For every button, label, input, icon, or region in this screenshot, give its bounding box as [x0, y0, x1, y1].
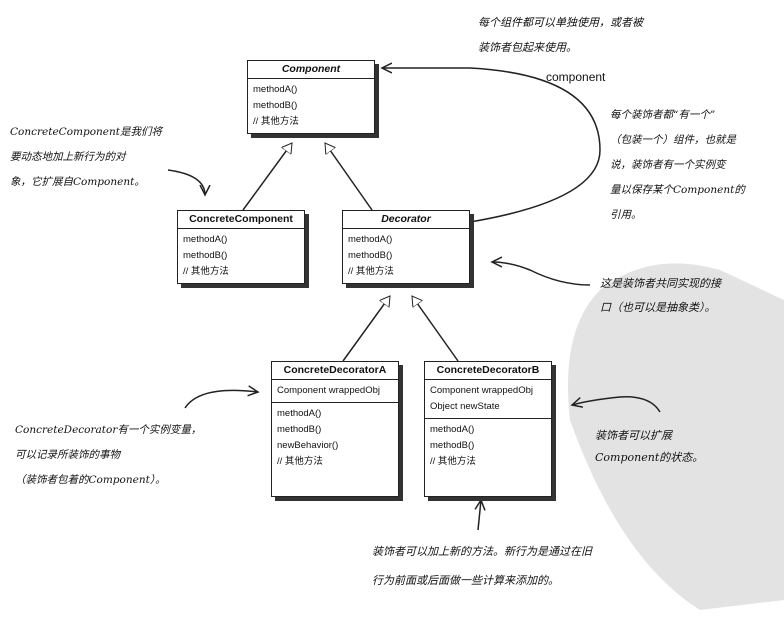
method: // 其他方法	[348, 266, 394, 277]
method: // 其他方法	[277, 456, 323, 467]
inherit-line-cdb	[411, 296, 459, 362]
note-line: 说，装饰者有一个实例变	[610, 159, 726, 171]
note-new-methods: 装饰者可以加上新的方法。新行为是通过在旧行为前面或后面做一些计算来添加的。	[372, 537, 592, 595]
field: Object newState	[430, 401, 500, 412]
note-line: 装饰者包起来使用。	[478, 41, 577, 54]
note-line: 这是装饰者共同实现的接	[600, 277, 721, 290]
note-line: ConcreteComponent是我们将	[10, 126, 162, 138]
note-line: 量以保存某个Component的	[610, 184, 745, 196]
class-component: Component methodA() methodB() // 其他方法	[247, 60, 375, 134]
note-line: 每个装饰者都“有一个”	[610, 109, 716, 121]
class-name: Component	[248, 61, 374, 79]
field: Component wrappedObj	[277, 385, 380, 396]
association-label: component	[546, 70, 606, 84]
note-line: 象，它扩展自Component。	[10, 176, 145, 188]
note-line: 引用。	[610, 209, 642, 221]
note-line: 每个组件都可以单独使用，或者被	[478, 16, 643, 29]
method: // 其他方法	[430, 456, 476, 467]
note-line: ConcreteDecorator有一个实例变量，	[15, 424, 202, 436]
method: methodA()	[430, 424, 475, 435]
method: methodB()	[253, 100, 298, 111]
note-line: 可以记录所装饰的事物	[15, 449, 120, 461]
note-interface: 这是装饰者共同实现的接口（也可以是抽象类）。	[600, 272, 721, 320]
note-concrete-decorator: ConcreteDecorator有一个实例变量， 可以记录所装饰的事物 （装饰者包…	[15, 418, 201, 493]
inherit-line-dec	[324, 143, 373, 211]
class-name: ConcreteDecoratorB	[425, 362, 551, 380]
note-line: 装饰者可以扩展	[595, 429, 672, 442]
method: methodA()	[183, 234, 228, 245]
note-right: 每个装饰者都“有一个” （包装一个）组件，也就是说，装饰者有一个实例变量以保存某个…	[610, 103, 745, 228]
note-line: 行为前面或后面做一些计算来添加的。	[372, 574, 559, 587]
class-name: ConcreteDecoratorA	[272, 362, 398, 380]
inherit-line-cc	[242, 143, 293, 211]
note-line: Component的状态。	[595, 451, 704, 464]
method: // 其他方法	[253, 116, 299, 127]
method: newBehavior()	[277, 440, 339, 451]
note-line: （装饰者包着的Component）。	[15, 474, 166, 486]
note-extend-state: 装饰者可以扩展 Component的状态。	[595, 425, 703, 469]
method: methodA()	[277, 408, 322, 419]
class-concrete-component: ConcreteComponent methodA() methodB() // 其…	[177, 210, 305, 284]
class-name: Decorator	[343, 211, 469, 229]
component-association	[382, 68, 601, 223]
note-top-right: 每个组件都可以单独使用，或者被装饰者包起来使用。	[478, 10, 643, 60]
class-concrete-decorator-a: ConcreteDecoratorA Component wrappedObj …	[271, 361, 399, 497]
method: methodA()	[348, 234, 393, 245]
note-line: 装饰者可以加上新的方法。新行为是通过在旧	[372, 545, 592, 558]
class-decorator: Decorator methodA() methodB() // 其他方法	[342, 210, 470, 284]
note-line: 要动态地加上新行为的对	[10, 151, 126, 163]
note-left: ConcreteComponent是我们将要动态地加上新行为的对象，它扩展自Co…	[10, 120, 162, 195]
method: methodB()	[430, 440, 475, 451]
method: // 其他方法	[183, 266, 229, 277]
method: methodB()	[348, 250, 393, 261]
field: Component wrappedObj	[430, 385, 533, 396]
method: methodB()	[183, 250, 228, 261]
note-line: 口（也可以是抽象类）。	[600, 301, 716, 314]
inherit-line-cda	[342, 296, 391, 362]
method: methodA()	[253, 84, 298, 95]
note-line: （包装一个）组件，也就是	[610, 134, 736, 146]
class-name: ConcreteComponent	[178, 211, 304, 229]
method: methodB()	[277, 424, 322, 435]
